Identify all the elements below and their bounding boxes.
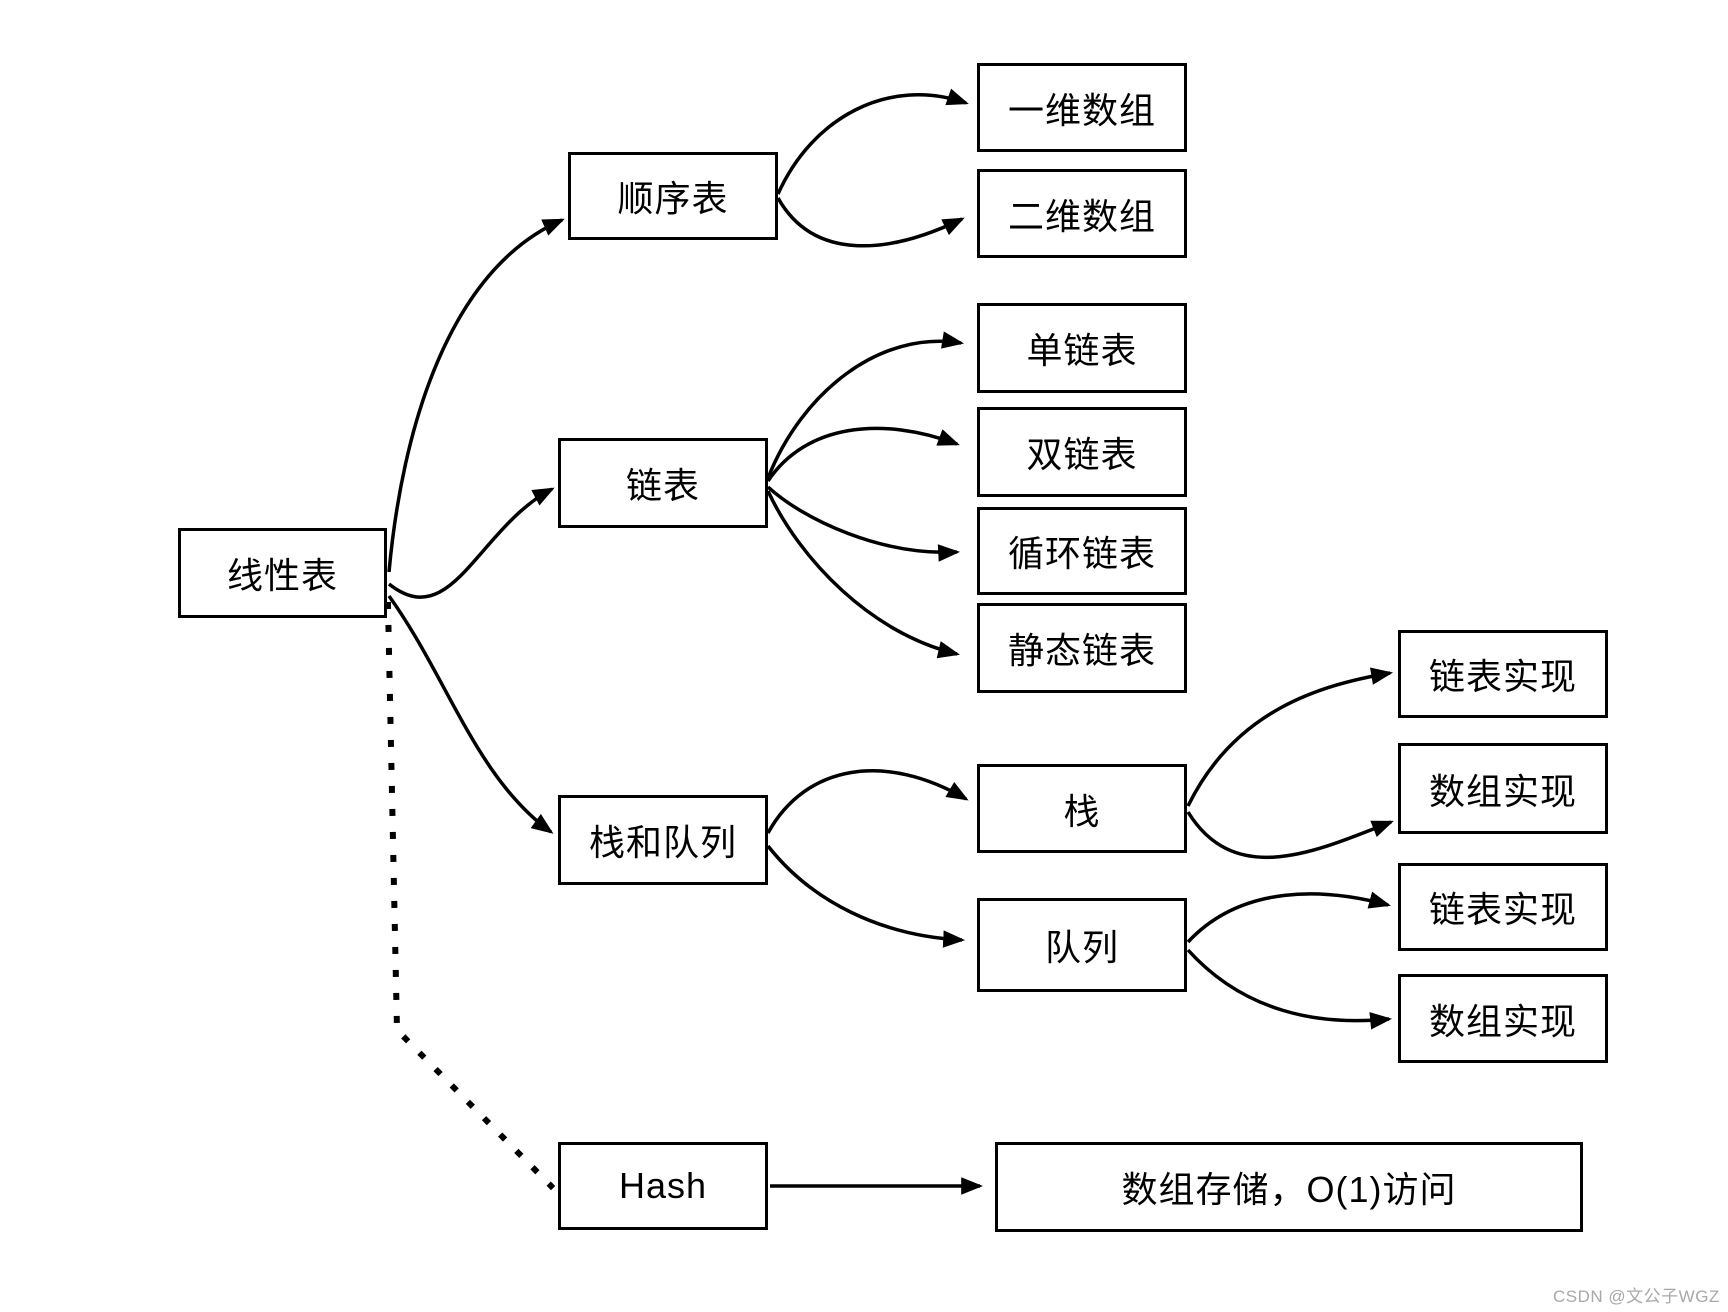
node-queue-array-impl: 数组实现	[1398, 974, 1608, 1063]
edge-stackqueue-to-stack	[766, 769, 969, 834]
node-queue-linked-impl: 链表实现	[1398, 863, 1608, 951]
edge-linear-to-seq	[387, 218, 565, 573]
edge-seq-to-2d-array	[776, 197, 965, 248]
edge-linked-to-singly	[766, 331, 965, 479]
node-sequential-list: 顺序表	[568, 152, 778, 240]
node-linked-list: 链表	[558, 438, 768, 528]
node-linear-list: 线性表	[178, 528, 387, 618]
edge-queue-to-linked-impl	[1186, 891, 1391, 944]
node-static-linked-list: 静态链表	[977, 603, 1187, 693]
edge-seq-to-1d-array	[776, 88, 969, 195]
node-stack: 栈	[977, 764, 1187, 853]
edge-stack-to-linked-impl	[1186, 667, 1394, 807]
node-stack-and-queue: 栈和队列	[558, 795, 768, 885]
node-2d-array: 二维数组	[977, 169, 1187, 258]
node-doubly-linked-list: 双链表	[977, 407, 1187, 497]
node-stack-array-impl: 数组实现	[1398, 743, 1608, 834]
node-singly-linked-list: 单链表	[977, 303, 1187, 393]
edge-linear-to-hash-dotted	[384, 601, 556, 1191]
node-circular-linked-list: 循环链表	[977, 507, 1187, 595]
edge-stack-to-array-impl	[1186, 811, 1394, 859]
node-hash: Hash	[558, 1142, 768, 1230]
node-hash-note: 数组存储，O(1)访问	[995, 1142, 1583, 1232]
edge-linked-to-circular	[766, 485, 961, 562]
node-1d-array: 一维数组	[977, 63, 1187, 152]
edge-linked-to-doubly	[766, 426, 960, 482]
node-stack-linked-impl: 链表实现	[1398, 630, 1608, 718]
edge-stackqueue-to-queue	[766, 844, 966, 948]
edge-linear-to-stackqueue	[387, 594, 554, 834]
edge-queue-to-array-impl	[1186, 948, 1393, 1030]
edge-linear-to-linked	[387, 487, 555, 599]
edge-linked-to-static	[766, 490, 960, 659]
csdn-watermark: CSDN @文公子WGZ	[1553, 1287, 1720, 1306]
node-queue: 队列	[977, 898, 1187, 992]
